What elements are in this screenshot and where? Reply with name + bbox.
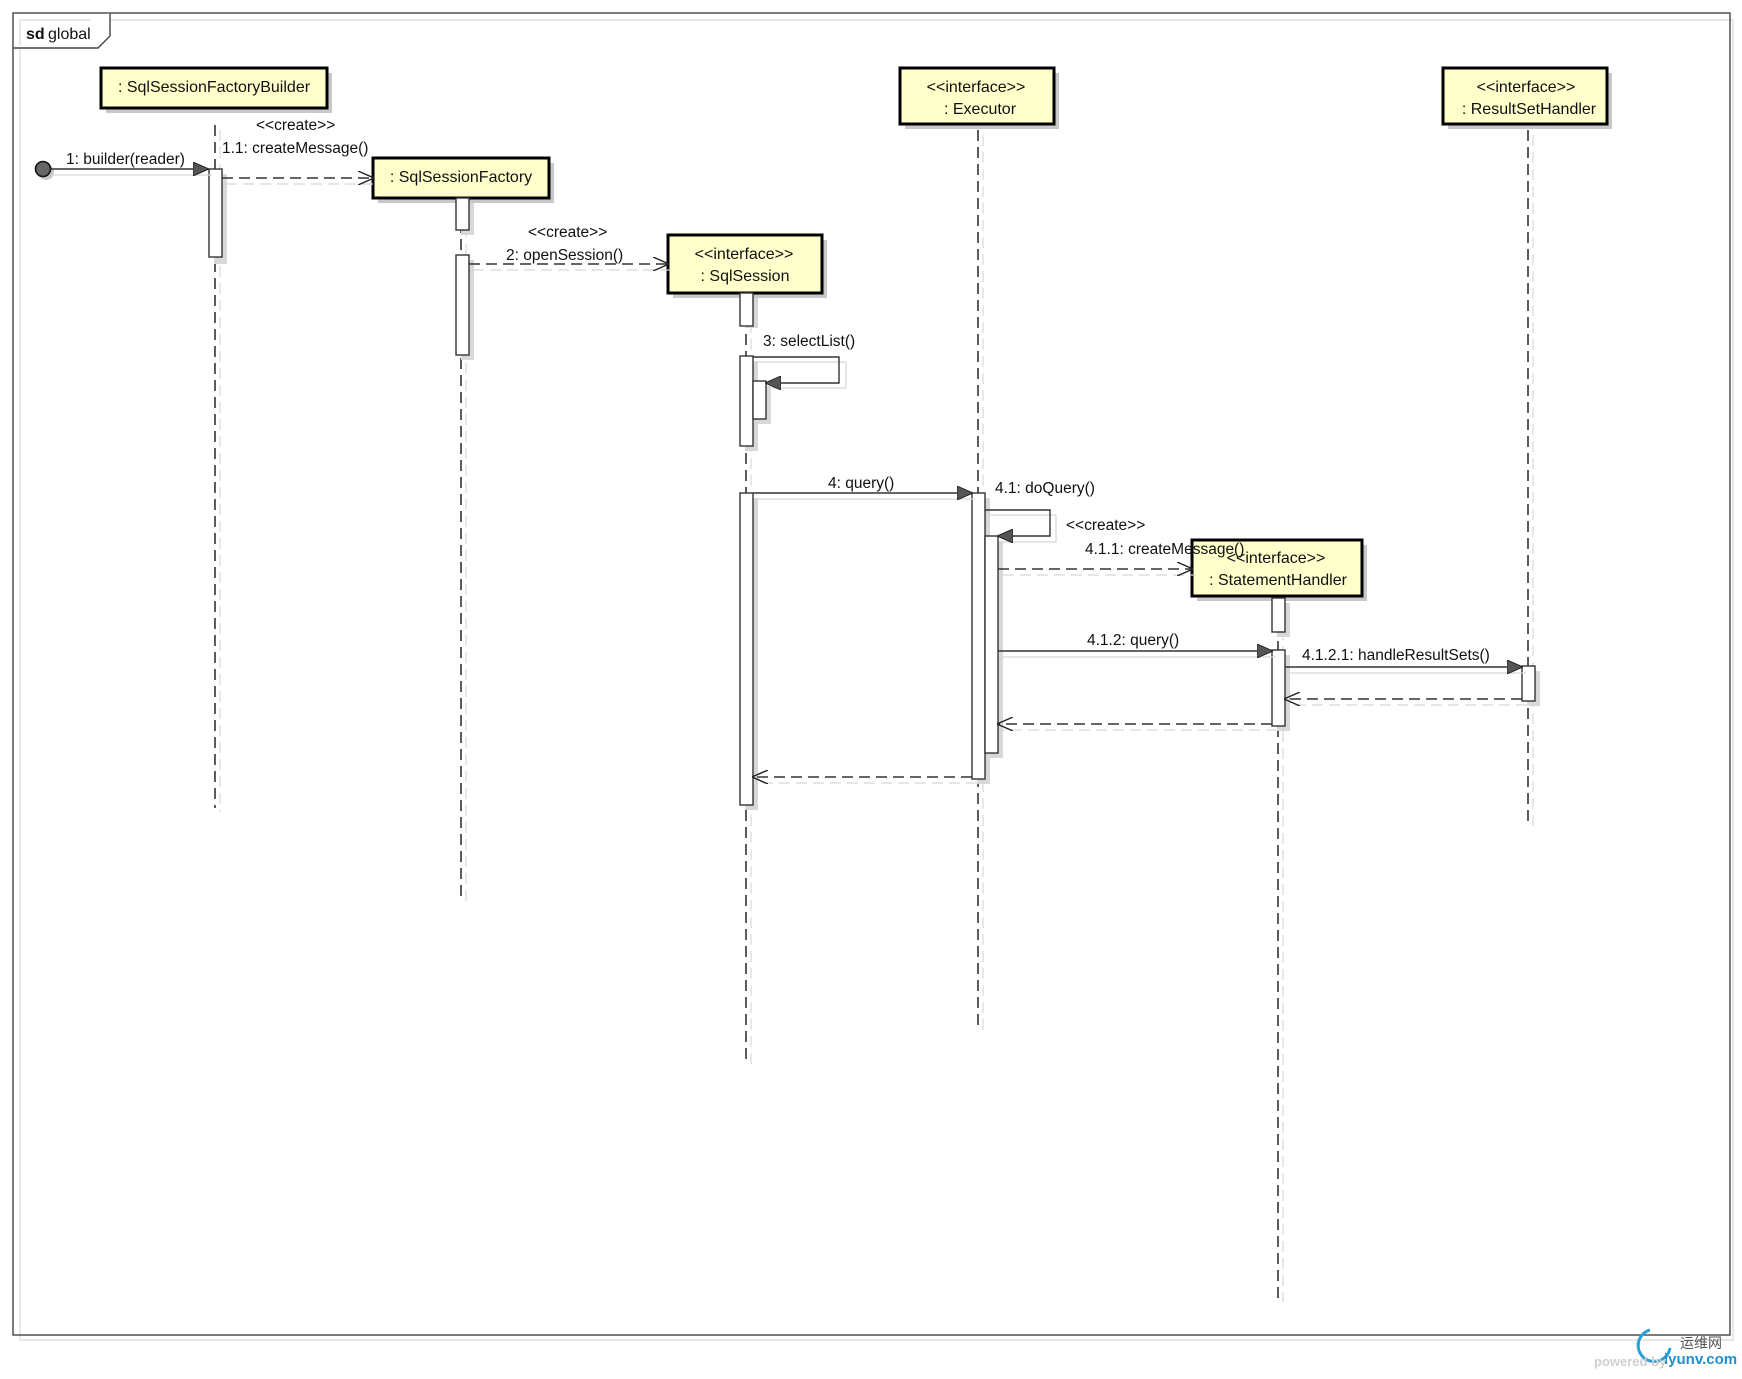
message-1-label: 1: builder(reader) (66, 151, 185, 168)
lifeline-head-stmt[interactable]: <<interface>> : StatementHandler (1190, 538, 1367, 601)
message-4-1-2-label: 4.1.2: query() (1087, 632, 1179, 649)
message-4-1-2-1-label: 4.1.2.1: handleResultSets() (1302, 647, 1490, 664)
message-1-1-stereotype: <<create>> (256, 117, 335, 134)
lifeline-executor-stereotype: <<interface>> (927, 79, 1026, 96)
lifeline-builder-name: : SqlSessionFactoryBuilder (118, 79, 311, 96)
message-1-1-label: 1.1: createMessage() (222, 140, 368, 157)
lifeline-head-factory[interactable]: : SqlSessionFactory (371, 156, 554, 203)
activation-session-query (739, 492, 754, 806)
lifeline-head-rsh[interactable]: <<interface>> : ResultSetHandler (1441, 66, 1612, 129)
message-3-label: 3: selectList() (763, 333, 855, 350)
activation-executor (971, 492, 986, 780)
watermark-powered: powered by (1594, 1354, 1667, 1369)
watermark-logo-icon (1636, 1328, 1672, 1363)
message-4-1-1-stereotype: <<create>> (1066, 517, 1145, 534)
activations (208, 168, 1540, 810)
message-2-stereotype: <<create>> (528, 224, 607, 241)
lifelines (214, 125, 1534, 1302)
activation-session-select (739, 355, 754, 447)
activation-builder (208, 168, 223, 258)
found-message-start (34, 160, 54, 180)
lifeline-head-session[interactable]: <<interface>> : SqlSession (666, 233, 827, 298)
message-3-arrow (753, 356, 840, 383)
message-4-1-1-label: 4.1.1: createMessage() (1085, 541, 1244, 558)
activation-stmt-query (1271, 649, 1286, 727)
lifeline-session-name: : SqlSession (701, 268, 790, 285)
message-4-label: 4: query() (828, 475, 894, 492)
activation-session-create (739, 292, 754, 327)
message-4-1-arrow (985, 509, 1051, 536)
lifeline-rsh-name: : ResultSetHandler (1462, 101, 1597, 118)
activation-factory (455, 254, 470, 356)
lifeline-head-executor[interactable]: <<interface>> : Executor (898, 66, 1059, 129)
frame-name: global (48, 26, 91, 43)
lifeline-head-builder[interactable]: : SqlSessionFactoryBuilder (99, 66, 332, 113)
sequence-frame: sd global (12, 12, 1734, 1341)
message-2-label: 2: openSession() (506, 247, 623, 264)
lifeline-rsh-stereotype: <<interface>> (1477, 79, 1576, 96)
lifeline-stmt-stereotype: <<interface>> (1227, 550, 1326, 567)
lifeline-executor-name: : Executor (944, 101, 1017, 118)
lifeline-session-stereotype: <<interface>> (695, 246, 794, 263)
activation-rsh (1521, 665, 1536, 702)
activation-factory-create (455, 197, 470, 231)
watermark-site-cn: 运维网 (1680, 1335, 1722, 1351)
lifeline-stmt-name: : StatementHandler (1209, 572, 1348, 589)
lifeline-factory-name: : SqlSessionFactory (390, 169, 532, 186)
messages: 1: builder(reader) <<create>> 1.1: creat… (50, 117, 1527, 783)
activation-stmt-create (1271, 597, 1286, 633)
watermark-site: iyunv.com (1664, 1351, 1737, 1368)
activation-executor-doquery (984, 535, 999, 754)
watermark: 运维网 iyunv.com powered by (1594, 1328, 1737, 1369)
frame-keyword: sd (26, 26, 45, 43)
activation-session-self (752, 380, 767, 420)
message-4-1-label: 4.1: doQuery() (995, 480, 1095, 497)
